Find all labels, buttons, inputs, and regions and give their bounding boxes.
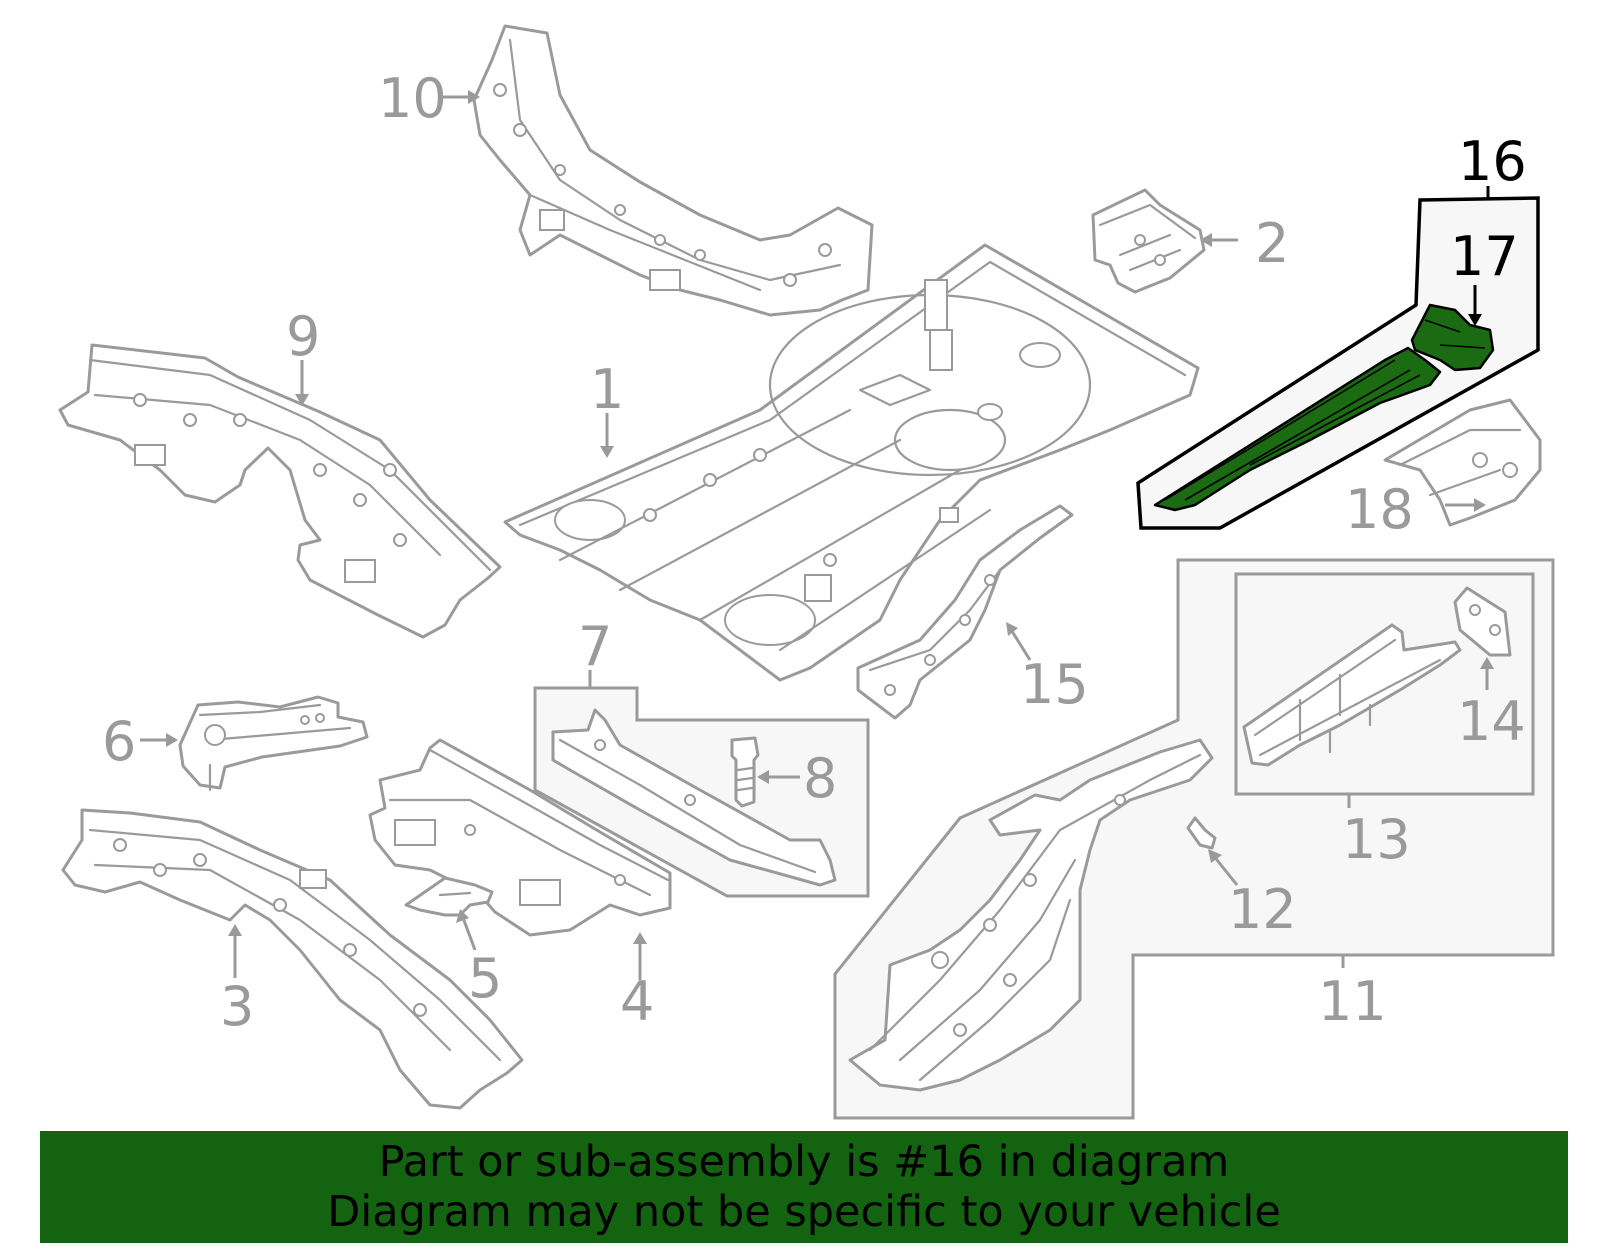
callout-13[interactable]: 13 xyxy=(1342,808,1411,871)
part-8[interactable] xyxy=(730,736,760,808)
part-3[interactable] xyxy=(61,808,524,1110)
part-17[interactable] xyxy=(1410,303,1495,372)
leader-lines xyxy=(140,90,1494,980)
part-12[interactable] xyxy=(1186,816,1217,850)
callout-9[interactable]: 9 xyxy=(286,305,320,368)
callout-4[interactable]: 4 xyxy=(620,970,654,1033)
callout-5[interactable]: 5 xyxy=(468,947,502,1010)
info-banner: Part or sub-assembly is #16 in diagram D… xyxy=(40,1131,1568,1243)
part-1[interactable] xyxy=(503,243,1200,682)
part-13[interactable] xyxy=(1242,623,1462,767)
callout-16[interactable]: 16 xyxy=(1458,130,1527,193)
part-6[interactable] xyxy=(178,695,369,792)
part-5[interactable] xyxy=(404,876,494,917)
callout-12[interactable]: 12 xyxy=(1228,878,1297,941)
callout-7[interactable]: 7 xyxy=(578,615,612,678)
part-16[interactable] xyxy=(1153,346,1442,512)
callout-15[interactable]: 15 xyxy=(1020,653,1089,716)
callout-11[interactable]: 11 xyxy=(1318,970,1387,1033)
part-7[interactable] xyxy=(551,708,837,887)
part-18[interactable] xyxy=(1383,398,1542,527)
callout-2[interactable]: 2 xyxy=(1255,212,1289,275)
callout-10[interactable]: 10 xyxy=(378,67,447,130)
part-2[interactable] xyxy=(1091,188,1206,294)
banner-line-2: Diagram may not be specific to your vehi… xyxy=(327,1187,1281,1237)
part-10[interactable] xyxy=(472,24,874,317)
callout-14[interactable]: 14 xyxy=(1457,690,1526,753)
banner-line-1: Part or sub-assembly is #16 in diagram xyxy=(378,1137,1230,1187)
part-4[interactable] xyxy=(368,738,672,937)
callout-1[interactable]: 1 xyxy=(590,358,624,421)
callouts: 10 2 1 9 6 3 5 4 7 8 15 18 12 13 14 11 1… xyxy=(102,67,1527,1038)
part-11[interactable] xyxy=(848,738,1214,1092)
part-15[interactable] xyxy=(856,504,1074,720)
part-14[interactable] xyxy=(1453,586,1512,657)
group-box-16[interactable] xyxy=(1136,196,1540,530)
callout-3[interactable]: 3 xyxy=(220,975,254,1038)
callout-17[interactable]: 17 xyxy=(1450,225,1519,288)
part-9[interactable] xyxy=(58,343,502,639)
callout-18[interactable]: 18 xyxy=(1345,478,1414,541)
callout-8[interactable]: 8 xyxy=(803,747,837,810)
callout-6[interactable]: 6 xyxy=(102,710,136,773)
